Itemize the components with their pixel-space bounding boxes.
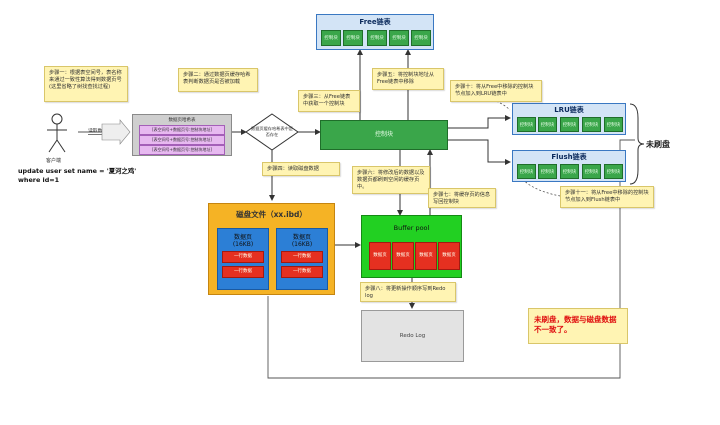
client-label: 客户端 (46, 158, 62, 164)
loop-back-line (267, 139, 635, 379)
buffer-pool: Buffer pool 数据页 数据页 数据页 数据页 (361, 215, 462, 278)
warning-text: 未刷盘，数据与磁盘数据不一致了。 (534, 315, 617, 334)
center-to-flush-line (448, 139, 511, 165)
flush-list-cell: 控制块 (538, 164, 557, 179)
center-to-lru-line (448, 115, 511, 129)
disk-page-title: 数据页 (292, 234, 311, 241)
flush-list-cell: 控制块 (560, 164, 579, 179)
step-3-note: 步骤三：从Free链表中获取一个控制块 (298, 90, 360, 112)
lru-list-cell: 控制块 (560, 117, 579, 132)
step-10-note: 步骤十：将从Free中移除的控制块节点加入到LRU链表中 (450, 80, 542, 102)
hash-table-row: [表空间号+数据页号:控制块地址] (139, 145, 225, 155)
step-8-note: 步骤八：将更新操作顺序写到Redo log (360, 282, 456, 302)
disk-page-row: 一行数据 (222, 266, 264, 278)
free-list-cell: 控制块 (411, 30, 431, 46)
lru-list: LRU链表 控制块 控制块 控制块 控制块 控制块 (512, 103, 626, 135)
disk-page: 数据页 (16KB) 一行数据 一行数据 (276, 228, 328, 290)
dashed-flush-link (519, 175, 561, 197)
disk-page-title: 数据页 (233, 234, 252, 241)
disk-page-row: 一行数据 (281, 266, 323, 278)
disk-page-size: (16KB) (291, 241, 313, 248)
step-4-note: 步骤四：读取磁盘数据 (262, 162, 340, 176)
lru-list-cell: 控制块 (604, 117, 623, 132)
flush-list: Flush链表 控制块 控制块 控制块 控制块 控制块 (512, 150, 626, 182)
step-6-note: 步骤六：将修改后的数据以及数据页都刷到空闲的缓存页中。 (352, 166, 430, 194)
client-sql: update user set name = '夏河之鸡' where id=1 (18, 167, 137, 184)
hash-table-row: [表空间号+数据页号:控制块地址] (139, 135, 225, 145)
lru-list-title: LRU链表 (554, 106, 584, 114)
step-1-note: 步骤一：根据表空间号，表名称来通过一致性算法得到数据页号(这里省略了树找查找过程… (44, 66, 128, 102)
hash-table: 数据页哈希表 [表空间号+数据页号:控制块地址] [表空间号+数据页号:控制块地… (132, 114, 232, 156)
disk-page-size: (16KB) (232, 241, 254, 248)
free-list: Free链表 控制块 控制块 控制块 控制块 控制块 (316, 14, 434, 50)
flush-list-cell: 控制块 (582, 164, 601, 179)
disk-file: 磁盘文件（xx.ibd） 数据页 (16KB) 一行数据 一行数据 数据页 (1… (208, 203, 335, 295)
not-flushed-brace (629, 103, 645, 185)
flush-list-cell: 控制块 (604, 164, 623, 179)
request-label: 读取数据 (88, 129, 108, 135)
buffer-page: 数据页 (438, 242, 460, 270)
client-figure (42, 112, 72, 154)
buffer-pool-title: Buffer pool (393, 224, 430, 232)
free-list-cell: 控制块 (343, 30, 363, 46)
step-7-note: 步骤七：将缓存页的信息写回控制块 (428, 188, 496, 208)
user-icon (47, 113, 67, 153)
hash-table-row: [表空间号+数据页号:控制块地址] (139, 125, 225, 135)
redo-log-label: Redo Log (399, 333, 426, 339)
buffer-page: 数据页 (415, 242, 437, 270)
free-list-cell: 控制块 (321, 30, 341, 46)
disk-page-row: 一行数据 (222, 251, 264, 263)
decision-label: 数据页缓存哈希表中是否存在 (251, 126, 293, 137)
flush-list-cell: 控制块 (517, 164, 536, 179)
flush-list-title: Flush链表 (551, 153, 587, 161)
disk-page-row: 一行数据 (281, 251, 323, 263)
free-list-cell: 控制块 (389, 30, 409, 46)
center-control-block-label: 控制块 (374, 131, 393, 138)
center-control-block: 控制块 (320, 120, 448, 150)
free-list-cell: 控制块 (367, 30, 387, 46)
free-list-title: Free链表 (359, 18, 391, 26)
buffer-page: 数据页 (392, 242, 414, 270)
step-5-note: 步骤五：将控制块地址从Free链表中移除 (372, 68, 444, 90)
lru-list-cell: 控制块 (538, 117, 557, 132)
disk-page: 数据页 (16KB) 一行数据 一行数据 (217, 228, 269, 290)
warning-note: 未刷盘，数据与磁盘数据不一致了。 (528, 308, 628, 344)
buffer-page: 数据页 (369, 242, 391, 270)
not-flushed-label: 未刷盘 (646, 140, 670, 149)
step-2-note: 步骤二：通过数据页缓存哈希表判断数据页是否被加载 (178, 68, 258, 92)
lru-list-cell: 控制块 (517, 117, 536, 132)
disk-file-title: 磁盘文件（xx.ibd） (236, 210, 307, 219)
lru-list-cell: 控制块 (582, 117, 601, 132)
step-11-note: 步骤十一：将从Free中移除的控制块节点加入到Flush链表中 (560, 186, 654, 208)
redo-log: Redo Log (361, 310, 464, 362)
hash-table-title: 数据页哈希表 (168, 118, 196, 123)
